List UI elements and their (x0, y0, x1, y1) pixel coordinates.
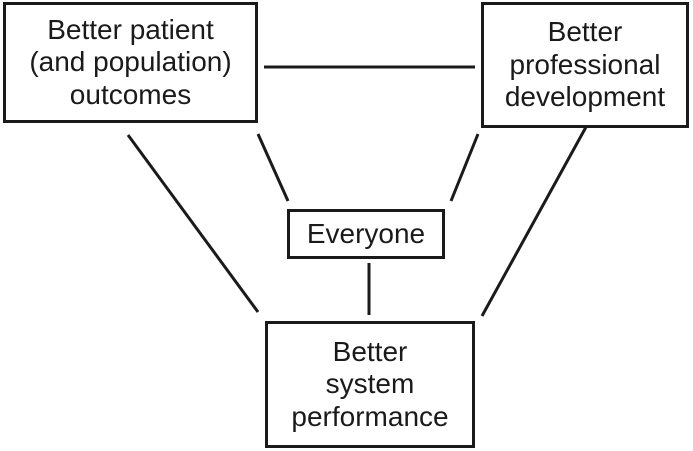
edge-patient-system (126, 134, 260, 313)
edge-patient-everyone (256, 133, 290, 202)
node-everyone: Everyone (287, 209, 445, 259)
node-better-patient-outcomes: Better patient (and population) outcomes (3, 2, 258, 123)
node-label: Better professional development (504, 16, 666, 113)
node-better-professional-development: Better professional development (481, 2, 689, 128)
edge-professional-everyone (449, 133, 480, 202)
node-label: Everyone (306, 217, 426, 249)
node-label: Better patient (and population) outcomes (29, 13, 232, 110)
node-label: Better system performance (291, 335, 449, 432)
node-better-system-performance: Better system performance (265, 321, 475, 448)
edge-professional-system (480, 126, 588, 317)
